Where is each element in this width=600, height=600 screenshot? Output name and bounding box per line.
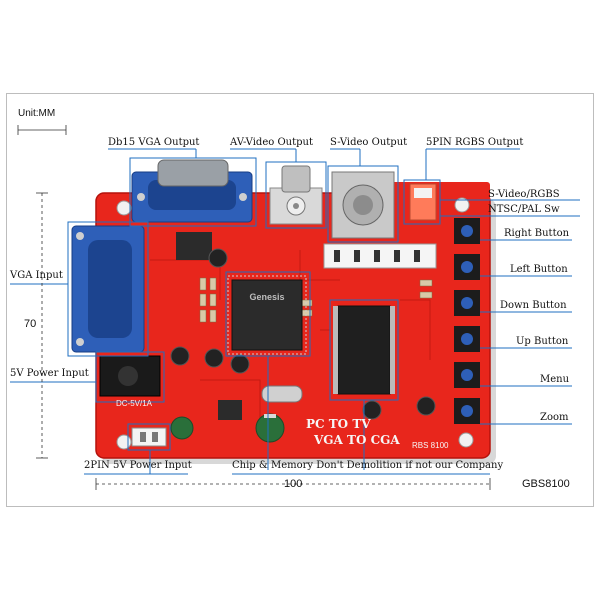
label-up-button: Up Button (516, 336, 569, 347)
board-print-vga-to-cga: VGA TO CGA (314, 433, 400, 447)
small-ic-upper (176, 232, 212, 260)
dc-power-jack (99, 355, 161, 397)
board-print-pc-to-tv: PC TO TV (306, 417, 371, 431)
label-chip-warning: Chip & Memory Don't Demolition if not ou… (232, 460, 504, 471)
label-s-video-output: S-Video Output (330, 137, 408, 148)
rgbs-5pin-header (409, 183, 437, 221)
label-5v-power-input: 5V Power Input (10, 368, 89, 379)
label-left-button: Left Button (510, 264, 568, 275)
dimension-width-label: 100 (284, 478, 303, 490)
dimension-height-label: 70 (24, 318, 37, 330)
label-db15-vga-output: Db15 VGA Output (108, 137, 200, 148)
label-av-video-output: AV-Video Output (230, 137, 313, 148)
s-video-connector (331, 171, 395, 239)
board-print-dc-rating: DC-5V/1A (116, 399, 153, 408)
voltage-regulator (218, 400, 242, 420)
callout-lines (10, 148, 580, 475)
dimension-lines (17, 125, 491, 490)
label-vga-input: VGA Input (10, 270, 63, 281)
electrolytic-capacitors (170, 248, 436, 443)
unit-label: Unit:MM (18, 108, 56, 119)
memory-chip (333, 305, 395, 395)
board-print-model: RBS 8100 (412, 441, 449, 450)
label-zoom: Zoom (540, 412, 569, 423)
label-menu: Menu (540, 374, 570, 385)
av-video-connector (269, 165, 323, 225)
label-right-button: Right Button (504, 228, 570, 239)
button-column (454, 218, 480, 424)
label-down-button: Down Button (500, 300, 567, 311)
two-pin-connector (131, 427, 167, 447)
jumper-header-row (323, 243, 437, 269)
vga-input-connector (71, 225, 145, 353)
label-2pin-5v-power-input: 2PIN 5V Power Input (84, 460, 192, 471)
genesis-main-chip (227, 275, 307, 355)
label-5pin-rgbs-output: 5PIN RGBS Output (426, 137, 524, 148)
db15-vga-output-connector (131, 159, 253, 223)
smd-components (199, 277, 433, 323)
crystal-oscillator (261, 385, 303, 403)
label-ntsc-pal-switch: NTSC/PAL Sw (488, 204, 560, 215)
label-svideo-rgbs: S-Video/RGBS (488, 189, 560, 200)
chip-brand-text: Genesis (249, 292, 284, 302)
model-label: GBS8100 (522, 478, 570, 490)
outer-frame (6, 93, 594, 507)
